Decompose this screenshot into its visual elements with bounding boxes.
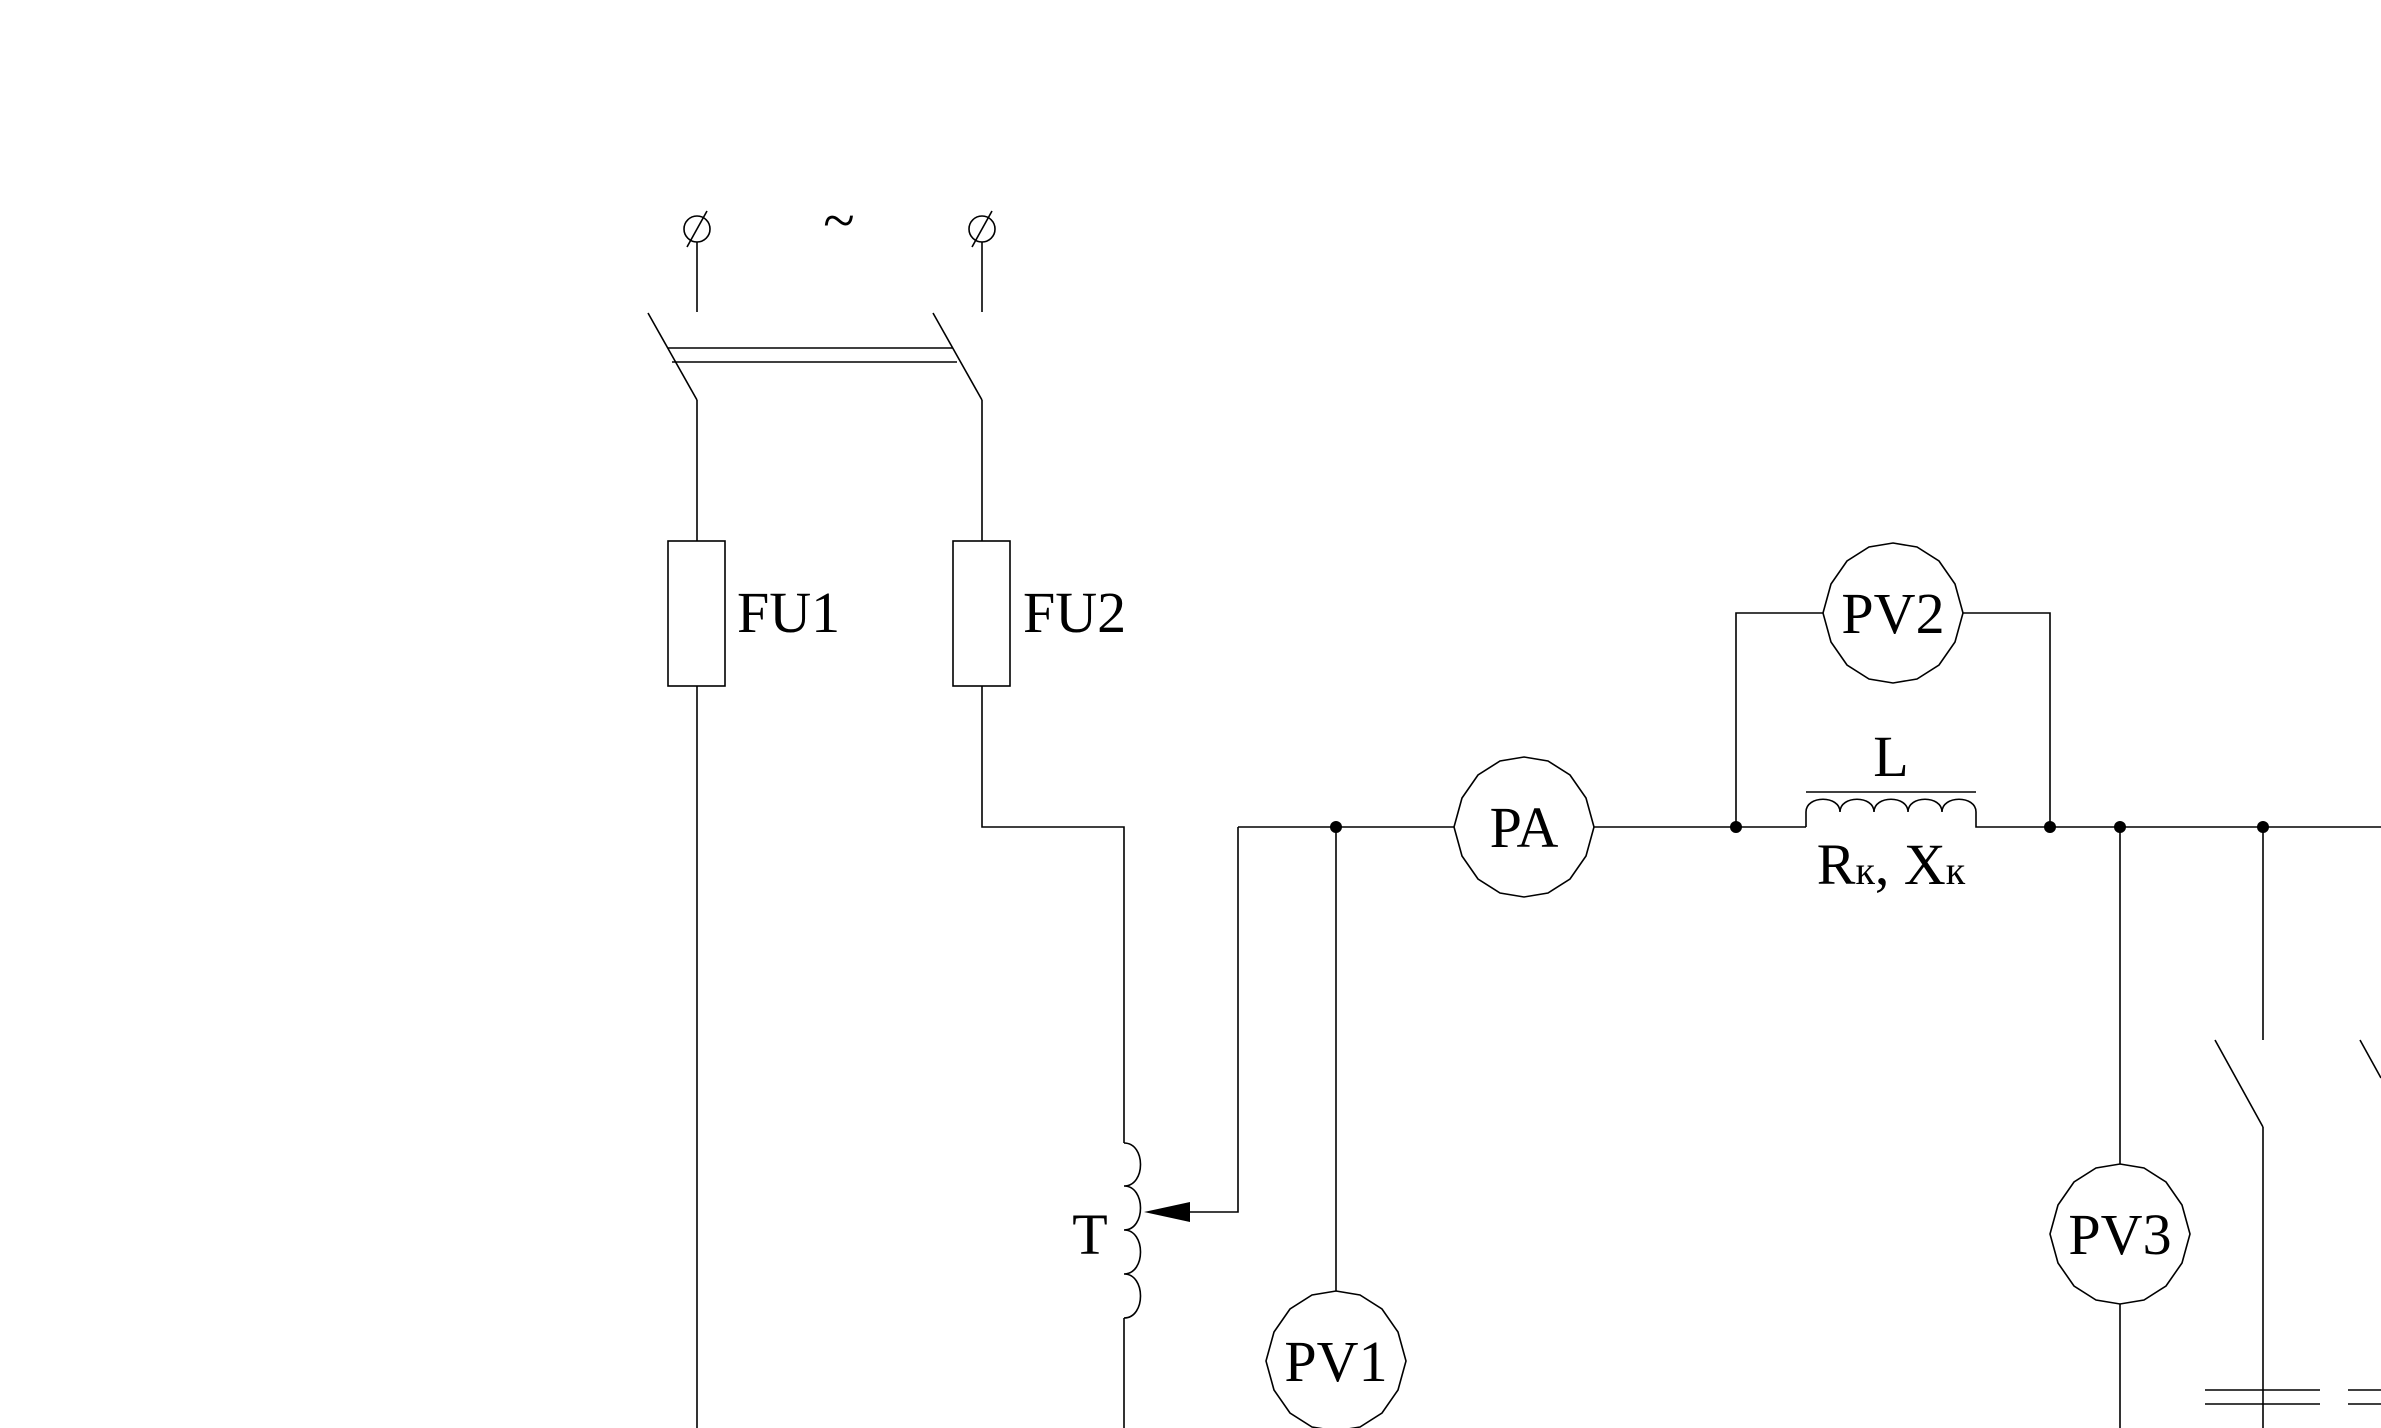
- wire-right-phase: [981, 400, 1125, 1143]
- ac-source-symbol: ~: [823, 188, 854, 253]
- voltmeter-pv1-label: PV1: [1284, 1329, 1387, 1394]
- capacitor: [2205, 1389, 2381, 1405]
- fuse-fu2-label: FU2: [1023, 580, 1126, 645]
- voltmeter-pv3-label: PV3: [2068, 1202, 2171, 1267]
- inductor-parameters-label: Rк, Xк: [1817, 832, 1966, 897]
- voltmeter-pv1: PV1: [1265, 1290, 1407, 1428]
- terminal-left: [683, 210, 711, 312]
- inductor-separator: ,: [1875, 832, 1904, 897]
- wire-pv2-bypass-right: [1963, 612, 2051, 827]
- transformer-label: T: [1072, 1202, 1107, 1267]
- inductor-x: X: [1904, 832, 1946, 897]
- fuse-fu1: [667, 540, 726, 687]
- voltmeter-pv2: PV2: [1822, 542, 1964, 684]
- voltmeter-pv2-label: PV2: [1841, 581, 1944, 646]
- terminal-right: [968, 210, 996, 312]
- inductor-coil: [1805, 791, 2050, 828]
- fuse-fu1-label: FU1: [737, 580, 840, 645]
- inductor-x-subscript: к: [1946, 848, 1966, 893]
- fuse-fu2: [952, 540, 1011, 687]
- ammeter-pa-label: PA: [1490, 795, 1559, 860]
- main-switch: [647, 312, 983, 401]
- wire-pv2-bypass-left: [1735, 612, 1823, 827]
- capacitor-switch: [2214, 827, 2381, 1428]
- inductor-r: R: [1817, 832, 1856, 897]
- inductor-label: L: [1873, 724, 1908, 789]
- inductor-r-subscript: к: [1855, 848, 1875, 893]
- ammeter-pa: PA: [1453, 756, 1595, 898]
- voltmeter-pv3: PV3: [2049, 1163, 2191, 1305]
- autotransformer: [1123, 827, 1239, 1428]
